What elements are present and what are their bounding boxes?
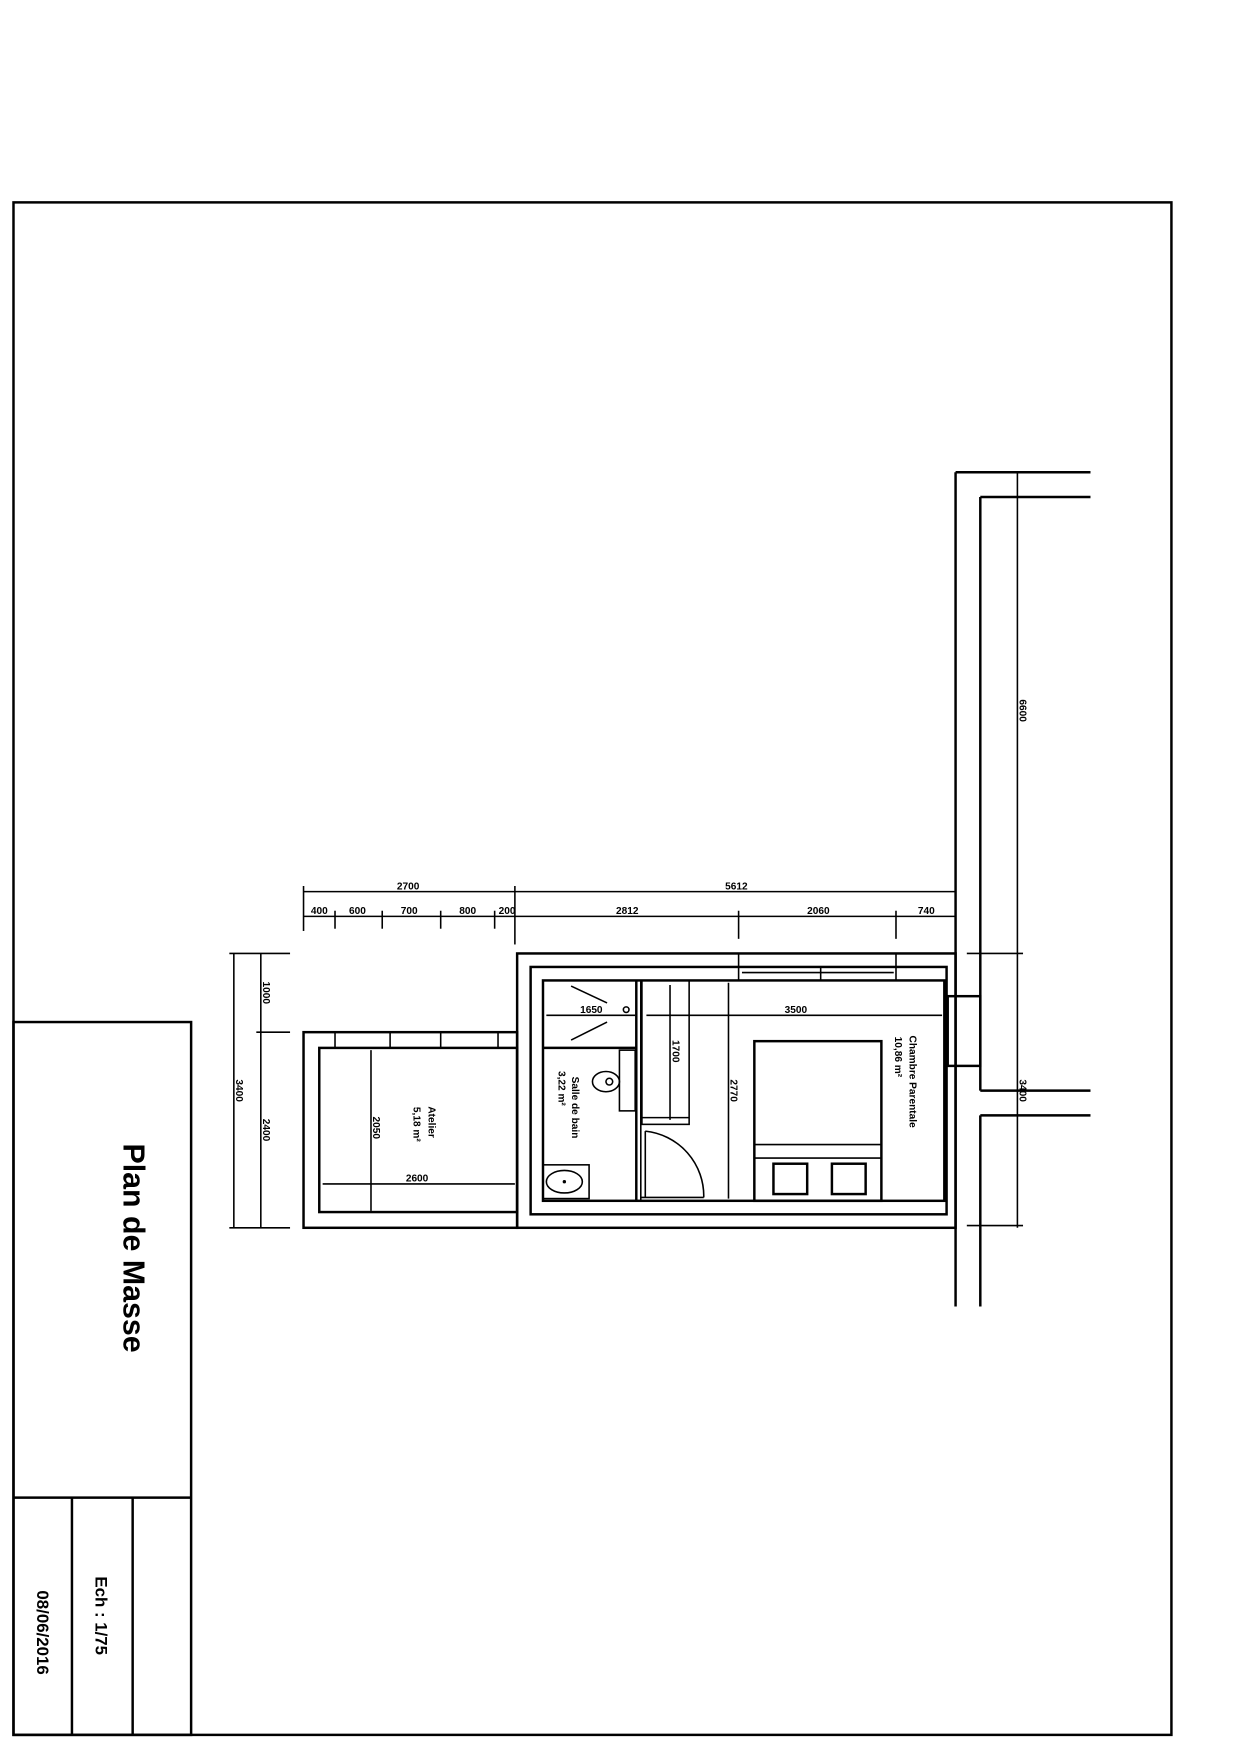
dim-label: 3400: [233, 1079, 244, 1102]
dim-label: 740: [918, 906, 935, 917]
dim-label: 2770: [728, 1079, 739, 1102]
room-name-salle-de-bain: Salle de bain: [569, 1077, 580, 1139]
dim-label: 800: [459, 906, 476, 917]
dim-label: 2060: [807, 906, 830, 917]
title-block: Plan de Masse 08/06/2016 Ech : 1/75: [12, 1020, 193, 1737]
sheet-frame: [12, 201, 1173, 1737]
dim-label: 2050: [370, 1116, 381, 1139]
dim-label: 1700: [669, 1040, 680, 1063]
toilet-icon: [591, 1070, 621, 1093]
dim-label: 200: [499, 906, 516, 917]
drawing-date: 08/06/2016: [33, 1590, 52, 1674]
dim-label: 2400: [260, 1119, 271, 1142]
dim-label: 600: [349, 906, 366, 917]
street-boundary: 6600 3400: [946, 470, 1091, 1307]
bed-icon: [753, 1039, 883, 1203]
drawing-scale: Ech : 1/75: [92, 1576, 111, 1655]
top-dimensions: 2700 5612 400 600 700 800 200 2812 2060 …: [302, 881, 957, 954]
room-area-chambre: 10,86 m²: [892, 1037, 903, 1078]
dim-label: 2600: [406, 1174, 429, 1185]
dim-label: 3400: [1017, 1079, 1028, 1102]
room-area-atelier: 5,18 m²: [411, 1107, 422, 1142]
room-area-salle-de-bain: 3,22 m²: [556, 1071, 567, 1106]
dim-label: 1000: [260, 982, 271, 1005]
room-name-atelier: Atelier: [425, 1106, 436, 1138]
drawing-title: Plan de Masse: [117, 1143, 150, 1352]
dim-label: 5612: [725, 881, 748, 892]
dim-label: 6600: [1017, 699, 1028, 722]
shower-door: [570, 985, 608, 1004]
dim-label: 3500: [785, 1005, 808, 1016]
dim-label: 700: [401, 906, 418, 917]
door-swing-arc: [645, 1130, 705, 1198]
main-building: 1700 1650 3500 2770 Chambre Parentale 10…: [515, 952, 957, 1230]
sink-icon: [545, 1169, 584, 1194]
left-dimensions: 3400 1000 2400: [229, 952, 291, 1229]
dim-label: 400: [311, 906, 328, 917]
atelier-building: 2050 2600 Atelier 5,18 m²: [302, 1030, 519, 1230]
dim-label: 2812: [616, 906, 639, 917]
dim-label: 2700: [397, 881, 420, 892]
dim-label: 1650: [580, 1005, 603, 1016]
room-name-chambre: Chambre Parentale: [906, 1036, 917, 1129]
